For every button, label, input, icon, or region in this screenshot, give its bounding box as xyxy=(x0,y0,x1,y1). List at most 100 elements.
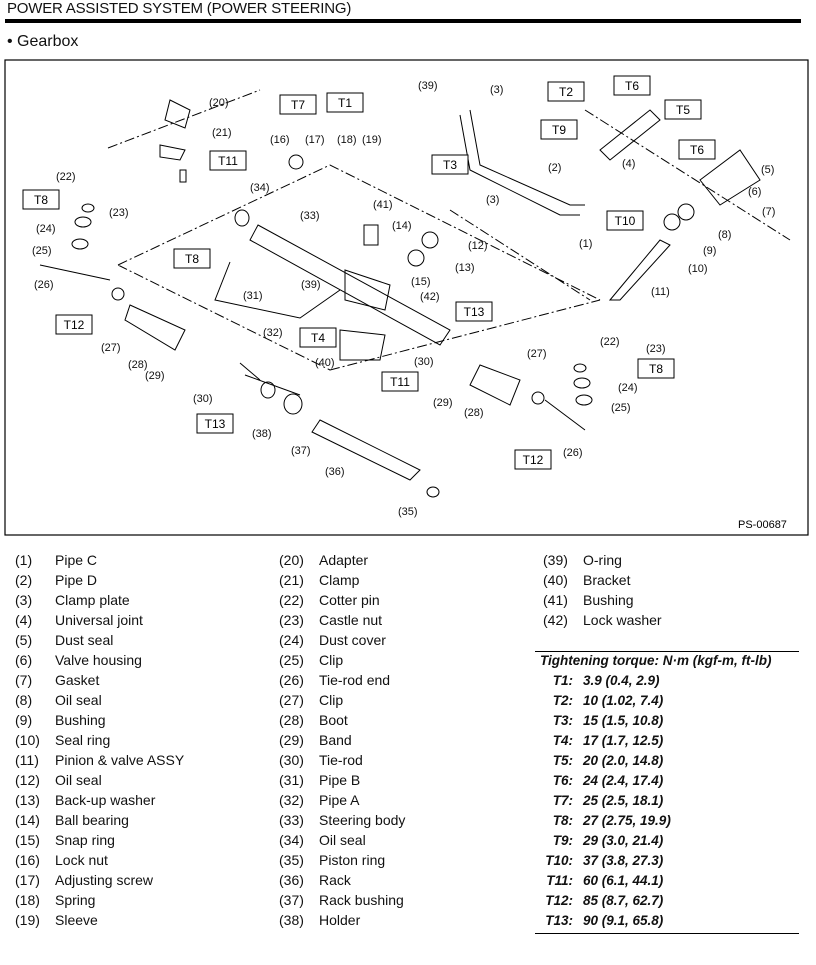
tag-label: T11 xyxy=(218,154,238,168)
torque-value: 3.9 (0.4, 2.9) xyxy=(583,673,660,688)
tag-label: T10 xyxy=(615,214,636,228)
part-name: Valve housing xyxy=(55,652,142,668)
part-name: Bracket xyxy=(583,572,631,588)
tag-box xyxy=(431,154,469,175)
part-name: Band xyxy=(319,732,352,748)
part-name: Tie-rod xyxy=(319,752,363,768)
tag-label: T6 xyxy=(625,79,639,93)
torque-value: 15 (1.5, 10.8) xyxy=(583,713,664,728)
callout-label: (22) xyxy=(56,171,76,183)
callout-label: (10) xyxy=(688,263,708,275)
part-name: Dust cover xyxy=(319,632,386,648)
callout-label: (9) xyxy=(703,245,716,257)
exploded-diagram: (39)(3)(20)(16)(17)(18)(19)(21)(4)(5)(6)… xyxy=(4,59,809,536)
callout-label: (33) xyxy=(300,210,320,222)
part-name: Sleeve xyxy=(55,912,98,928)
callout-label: (1) xyxy=(579,238,592,250)
tag-label: T12 xyxy=(523,453,544,467)
part-number: (31) xyxy=(279,772,304,788)
part-name: Clamp plate xyxy=(55,592,130,608)
part-name: Ball bearing xyxy=(55,812,129,828)
tag-label: T4 xyxy=(311,331,325,345)
torque-key: T3: xyxy=(552,713,573,728)
section-title: • Gearbox xyxy=(7,33,79,50)
torque-value: 29 (3.0, 21.4) xyxy=(583,833,664,848)
torque-value: 17 (1.7, 12.5) xyxy=(583,733,664,748)
tag-box xyxy=(55,314,93,335)
torque-key: T5: xyxy=(552,753,573,768)
part-number: (16) xyxy=(15,852,40,868)
tag-box xyxy=(279,94,317,115)
callout-label: (32) xyxy=(263,327,283,339)
torque-key: T7: xyxy=(552,793,573,808)
tag-label: T1 xyxy=(338,96,352,110)
torque-tag: T5 xyxy=(664,99,702,120)
torque-key: T9: xyxy=(552,833,573,848)
callout-label: (3) xyxy=(486,194,499,206)
callout-label: (23) xyxy=(109,207,129,219)
torque-tag: T13 xyxy=(196,413,234,434)
part-name: Gasket xyxy=(55,672,100,688)
tag-box xyxy=(299,327,337,348)
torque-tag: T2 xyxy=(547,81,585,102)
part-number: (32) xyxy=(279,792,304,808)
callout-label: (29) xyxy=(145,370,165,382)
tag-label: T13 xyxy=(205,417,226,431)
part-number: (38) xyxy=(279,912,304,928)
torque-tag: T12 xyxy=(55,314,93,335)
torque-value: 60 (6.1, 44.1) xyxy=(583,873,664,888)
part-name: Back-up washer xyxy=(55,792,156,808)
torque-key: T8: xyxy=(552,813,573,828)
callout-label: (24) xyxy=(36,223,56,235)
part-number: (13) xyxy=(15,792,40,808)
part-name: Spring xyxy=(55,892,96,908)
torque-tag: T4 xyxy=(299,327,337,348)
part-number: (8) xyxy=(15,692,33,708)
part-number: (42) xyxy=(543,612,568,628)
part-number: (39) xyxy=(543,552,568,568)
torque-key: T10: xyxy=(545,853,573,868)
callout-label: (35) xyxy=(398,506,418,518)
torque-value: 24 (2.4, 17.4) xyxy=(583,773,664,788)
part-number: (29) xyxy=(279,732,304,748)
part-number: (35) xyxy=(279,852,304,868)
callout-label: (17) xyxy=(305,134,325,146)
tag-box xyxy=(547,81,585,102)
torque-tag: T13 xyxy=(455,301,493,322)
torque-key: T12: xyxy=(545,893,573,908)
tag-box xyxy=(514,449,552,470)
torque-tag: T8 xyxy=(173,248,211,269)
torque-table: Tightening torque: N·m (kgf-m, ft-lb) T1… xyxy=(535,651,799,934)
part-number: (36) xyxy=(279,872,304,888)
callout-label: (22) xyxy=(600,336,620,348)
torque-tag: T10 xyxy=(606,210,644,231)
part-name: Adapter xyxy=(319,552,369,568)
torque-tag: T12 xyxy=(514,449,552,470)
torque-key: T2: xyxy=(552,693,573,708)
part-name: Bushing xyxy=(583,592,634,608)
torque-tag: T11 xyxy=(209,150,247,171)
part-name: Clamp xyxy=(319,572,360,588)
tag-label: T11 xyxy=(390,375,410,389)
torque-value: 27 (2.75, 19.9) xyxy=(583,813,671,828)
part-number: (21) xyxy=(279,572,304,588)
torque-value: 25 (2.5, 18.1) xyxy=(583,793,664,808)
tag-label: T2 xyxy=(559,85,573,99)
tag-label: T7 xyxy=(291,98,305,112)
part-name: Clip xyxy=(319,652,344,668)
part-number: (22) xyxy=(279,592,304,608)
tag-box xyxy=(326,92,364,113)
part-name: Snap ring xyxy=(55,832,115,848)
tag-label: T6 xyxy=(690,143,704,157)
callout-label: (25) xyxy=(611,402,631,414)
part-number: (30) xyxy=(279,752,304,768)
callout-label: (19) xyxy=(362,134,382,146)
part-name: Dust seal xyxy=(55,632,114,648)
tag-box xyxy=(678,139,716,160)
torque-tag: T7 xyxy=(279,94,317,115)
callout-label: (18) xyxy=(337,134,357,146)
callout-label: (36) xyxy=(325,466,345,478)
torque-tag: T6 xyxy=(678,139,716,160)
callout-label: (39) xyxy=(301,279,321,291)
torque-value: 85 (8.7, 62.7) xyxy=(583,893,664,908)
